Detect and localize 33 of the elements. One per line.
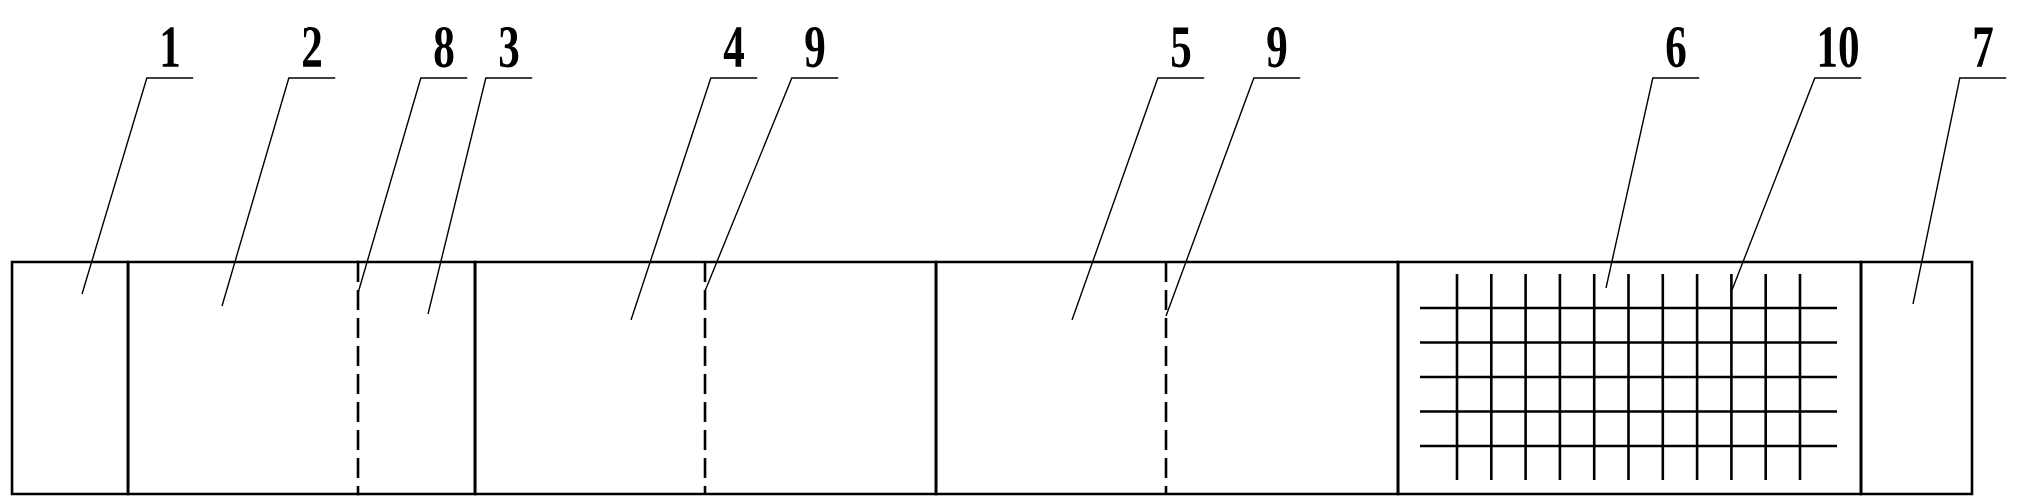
leader-line (630, 77, 758, 321)
callout-number: 4 (723, 27, 744, 67)
leader-line (1731, 77, 1862, 291)
leader-line (221, 77, 336, 307)
callout-number: 7 (1974, 27, 1993, 67)
leader-line (1071, 77, 1205, 321)
dashed-partition (703, 262, 707, 494)
leader-line (1165, 77, 1301, 317)
leader-line (81, 77, 194, 295)
callout-number: 1 (162, 27, 179, 67)
leader-line (427, 77, 533, 315)
mesh-grid (1418, 272, 1839, 482)
leader-line (1605, 77, 1700, 289)
dashed-partition (356, 262, 360, 494)
callout-number: 6 (1666, 27, 1686, 68)
callout-number: 10 (1819, 26, 1858, 68)
compartment (1396, 260, 1863, 496)
compartment (356, 260, 477, 496)
compartment (1859, 260, 1974, 496)
dashed-partition (1164, 262, 1168, 494)
compartment (934, 260, 1400, 496)
compartment (10, 260, 130, 496)
callout-number: 3 (499, 27, 519, 68)
callout-number: 9 (1267, 27, 1287, 68)
leader-line (704, 77, 839, 292)
leader-line (1912, 77, 2007, 305)
compartment (473, 260, 938, 496)
callout-number: 8 (434, 26, 454, 68)
leader-line (357, 77, 468, 294)
callout-number: 9 (805, 27, 825, 68)
callout-number: 2 (303, 27, 321, 67)
compartment (126, 260, 360, 496)
callout-number: 5 (1171, 27, 1191, 68)
